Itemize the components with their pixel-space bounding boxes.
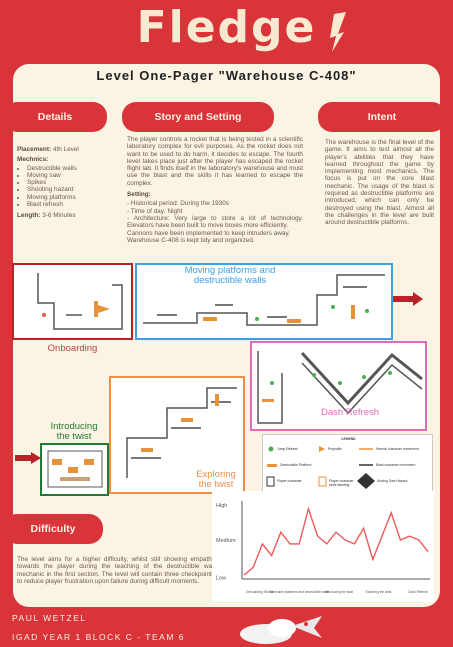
legend-item: Jump Refresh (277, 447, 299, 451)
author-name: PAUL WETZEL (12, 613, 87, 623)
details-block: Placement: 4th Level Mechnics: Destructi… (17, 146, 112, 220)
story-block: The player controls a rocket that is bei… (127, 136, 303, 244)
intent-header: Intent (318, 102, 446, 132)
legend-item: Normal character movement (376, 447, 419, 451)
story-paragraph: The player controls a rocket that is bei… (127, 136, 303, 187)
list-item: Moving platforms (27, 194, 112, 201)
setting-label: Setting: (127, 191, 151, 199)
list-item: Spikes (27, 179, 112, 186)
moving-platforms-label: Moving platforms and destructible walls (184, 265, 276, 286)
course-info: IGAD YEAR 1 BLOCK C - TEAM 6 (12, 632, 186, 642)
intent-text: The warehouse is the final level of the … (325, 139, 434, 227)
x-tick-label: Moveable platforms and destructible wall… (270, 590, 330, 594)
placement-label: Placement: (17, 146, 52, 153)
y-tick-label: High (216, 503, 227, 509)
details-header: Details (3, 102, 107, 132)
moving-platforms-map (135, 263, 393, 340)
dash-refresh-map (250, 341, 427, 431)
difficulty-series-line (243, 506, 429, 576)
list-item: Shooting hazard (27, 186, 112, 193)
exploring-twist-map (109, 376, 245, 494)
length-label: Length: (17, 212, 41, 220)
dash-map-art (257, 351, 423, 424)
story-header: Story and Setting (122, 102, 274, 132)
onboarding-map-art (37, 273, 123, 330)
onboarding-label: Onboarding (47, 343, 98, 354)
x-tick-label: Onboarding Section (246, 590, 274, 594)
arrow-right-icon (393, 292, 423, 306)
difficulty-chart: High Medium Low Onboarding SectionMoveab… (212, 491, 434, 602)
legend-title: LEGEND (341, 437, 356, 441)
legend-item: Player character (277, 479, 302, 483)
onboarding-map (12, 263, 133, 340)
page-title: Level One-Pager "Warehouse C-408" (96, 68, 357, 83)
y-tick-label: Medium (216, 538, 236, 544)
difficulty-header: Difficulty (3, 514, 103, 544)
length-value: 3-6 Minutes (40, 212, 76, 220)
x-tick-label: Introducing the twist (325, 590, 353, 594)
legend-item: Projectile (328, 447, 342, 451)
introducing-map-art (47, 450, 103, 488)
introducing-twist-label: Introducing the twist (50, 421, 98, 442)
exploring-map-art (126, 387, 237, 478)
rocket-icon (330, 12, 346, 52)
list-item: Moving saw (27, 172, 112, 179)
legend-item: Moving Saw Hazard (377, 479, 408, 483)
list-item: Blast refresh (27, 201, 112, 208)
dash-refresh-label: Dash Refresh (320, 407, 380, 418)
legend-item: Blast character movement (376, 463, 416, 467)
setting-text: - Historical period: During the 1930s - … (127, 200, 303, 244)
arrow-right-icon (15, 452, 41, 464)
x-tick-label: Exploring the twist (366, 590, 392, 594)
introducing-twist-map (40, 443, 109, 496)
legend-item: Player character while blasting (329, 479, 354, 487)
fledge-logo: Fledge (136, 2, 317, 53)
legend-icons (266, 446, 375, 489)
legend-item: Destructible Platform (280, 463, 312, 467)
moving-map-art (143, 274, 385, 326)
mechanics-label: Mechnics: (17, 156, 49, 164)
exploring-twist-label: Exploring the twist (196, 469, 236, 490)
legend: LEGEND Jump Refresh Projectile Normal ch… (262, 434, 433, 495)
rocket-icon (240, 616, 322, 644)
x-tick-label: Dash Refresh (408, 590, 428, 594)
placement-value: 4th Level (51, 146, 79, 153)
mechanics-list: Destructible walls Moving saw Spikes Sho… (17, 165, 112, 209)
y-tick-label: Low (216, 575, 226, 581)
difficulty-text: The level aims for a higher difficulty, … (17, 556, 215, 585)
list-item: Destructible walls (27, 165, 112, 172)
